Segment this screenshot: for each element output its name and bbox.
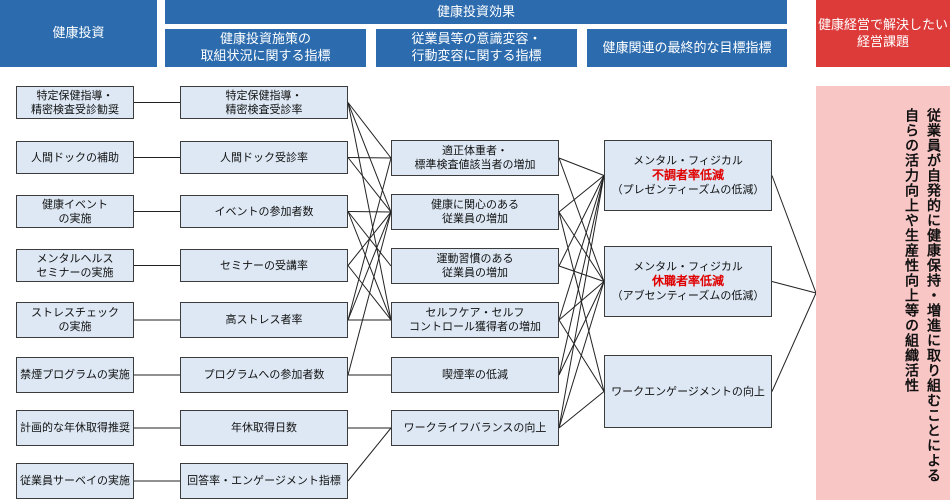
header-health-investment: 健康投資 bbox=[0, 0, 157, 67]
measure-box: イベントの参加者数 bbox=[180, 195, 348, 228]
investment-box: メンタルヘルス セミナーの実施 bbox=[16, 249, 134, 282]
measure-box: 人間ドック受診率 bbox=[180, 141, 348, 174]
final-goal-label: メンタル・フィジカル bbox=[633, 154, 743, 167]
connector-line bbox=[771, 281, 817, 294]
connector-line bbox=[558, 175, 605, 376]
investment-box: 計画的な年休取得推奨 bbox=[16, 410, 134, 446]
investment-box: ストレスチェック の実施 bbox=[16, 302, 134, 338]
connector-line bbox=[347, 157, 392, 321]
connector-line bbox=[347, 211, 392, 321]
final-goal-note: （アブセンティーズムの低減） bbox=[611, 289, 765, 302]
measure-box: 回答率・エンゲージメント指標 bbox=[180, 463, 348, 499]
connector-line bbox=[347, 102, 392, 159]
final-goal-note: （プレゼンティーズムの低減） bbox=[611, 183, 765, 196]
measure-box: プログラムへの参加者数 bbox=[180, 357, 348, 393]
goal-panel: 従業員が自発的に健康保持・増進に取り組むことによる 自らの活力向上や生産性向上等… bbox=[816, 86, 950, 500]
final-goal-highlight: 休職者率低減 bbox=[651, 274, 724, 288]
final-goal-box: ワークエンゲージメントの向上 bbox=[604, 355, 772, 428]
final-goal-box: メンタル・フィジカル休職者率低減（アブセンティーズムの低減） bbox=[604, 246, 772, 317]
measure-box: 年休取得日数 bbox=[180, 410, 348, 446]
connector-line bbox=[771, 175, 817, 294]
investment-box: 健康イベント の実施 bbox=[16, 195, 134, 228]
measure-box: 特定保健指導・ 精密検査受診率 bbox=[180, 86, 348, 119]
connector-line bbox=[558, 175, 605, 267]
investment-box: 従業員サーベイの実施 bbox=[16, 463, 134, 499]
connector-line bbox=[558, 175, 605, 213]
final-goal-label: ワークエンゲージメントの向上 bbox=[611, 384, 765, 398]
investment-box: 特定保健指導・ 精密検査受診勧奨 bbox=[16, 86, 134, 119]
final-goal-box: メンタル・フィジカル不調者率低減（プレゼンティーズムの低減） bbox=[604, 140, 772, 211]
connector-line bbox=[558, 175, 605, 321]
investment-box: 人間ドックの補助 bbox=[16, 141, 134, 174]
connector-line bbox=[347, 157, 392, 159]
connector-line bbox=[558, 281, 605, 376]
connector-line bbox=[558, 281, 605, 429]
connector-line bbox=[558, 175, 605, 429]
measure-box: セミナーの受講率 bbox=[180, 249, 348, 282]
header-business-issue: 健康経営で解決したい 経営課題 bbox=[816, 0, 950, 67]
connector-line bbox=[347, 157, 392, 213]
awareness-box: 適正体重者・ 標準検査値該当者の増加 bbox=[391, 140, 559, 176]
final-goal-highlight: 不調者率低減 bbox=[651, 168, 724, 182]
header-investment-effect: 健康投資効果 bbox=[165, 0, 787, 24]
connector-line bbox=[771, 292, 817, 392]
connector-line bbox=[558, 391, 605, 429]
investment-box: 禁煙プログラムの実施 bbox=[16, 357, 134, 393]
connector-line bbox=[347, 427, 392, 482]
connector-line bbox=[558, 157, 605, 176]
final-goal-label: メンタル・フィジカル bbox=[633, 260, 743, 273]
goal-text: 従業員が自発的に健康保持・増進に取り組むことによる 自らの活力向上や生産性向上等… bbox=[903, 108, 941, 483]
header-col-final: 健康関連の最終的な目標指標 bbox=[587, 29, 787, 67]
header-col-awareness: 従業員等の意識変容・ 行動変容に関する指標 bbox=[376, 29, 577, 67]
awareness-box: 運動習慣のある 従業員の増加 bbox=[391, 248, 559, 284]
awareness-box: 喫煙率の低減 bbox=[391, 357, 559, 393]
awareness-box: ワークライフバランスの向上 bbox=[391, 410, 559, 446]
measure-box: 高ストレス者率 bbox=[180, 302, 348, 338]
connector-line bbox=[347, 211, 392, 376]
awareness-box: 健康に関心のある 従業員の増加 bbox=[391, 194, 559, 230]
connector-line bbox=[347, 211, 392, 213]
header-col-measures: 健康投資施策の 取組状況に関する指標 bbox=[165, 29, 366, 67]
awareness-box: セルフケア・セルフ コントロール獲得者の増加 bbox=[391, 302, 559, 338]
